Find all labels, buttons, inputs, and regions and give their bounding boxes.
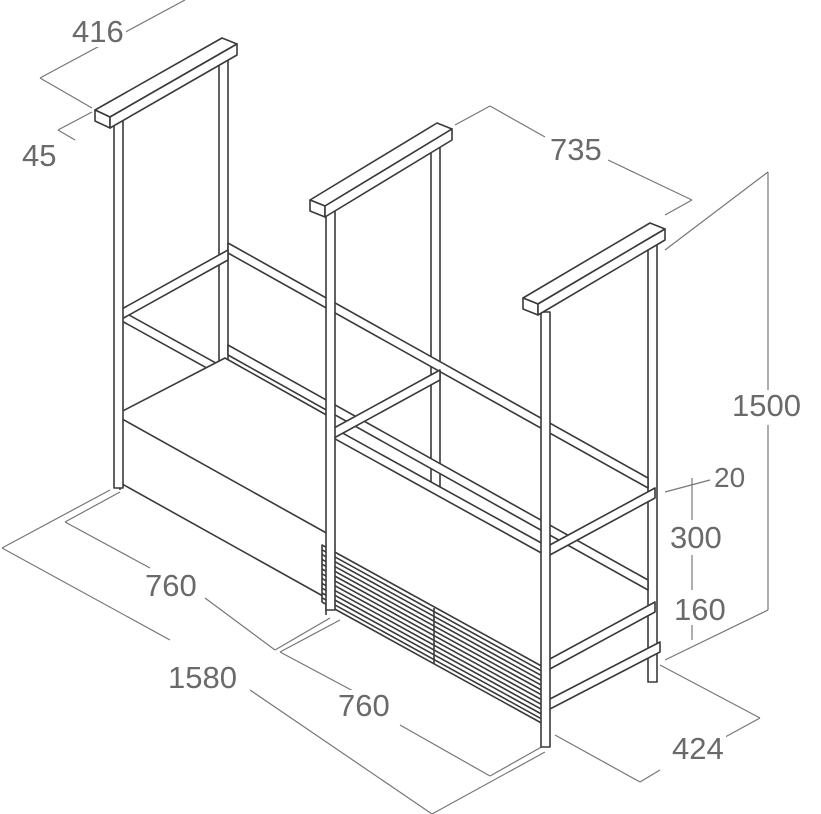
dim-depth: 424 [670, 731, 726, 766]
dim-total-height: 1500 [730, 388, 803, 423]
dim-rail-gap: 20 [712, 462, 748, 493]
dim-lower-shelf-height: 160 [672, 592, 728, 627]
right-drawer-slats [321, 544, 546, 726]
dim-module-width-right: 760 [336, 688, 392, 723]
top-caps [94, 37, 666, 316]
dim-top-depth: 416 [70, 14, 126, 49]
dim-upper-shelf-height: 300 [668, 520, 724, 555]
dim-top-thickness: 45 [20, 138, 59, 173]
dimension-lines [1, 0, 769, 814]
dim-total-width: 1580 [166, 660, 239, 695]
dim-module-width-left: 760 [143, 568, 199, 603]
dim-frame-spacing: 735 [548, 132, 604, 167]
